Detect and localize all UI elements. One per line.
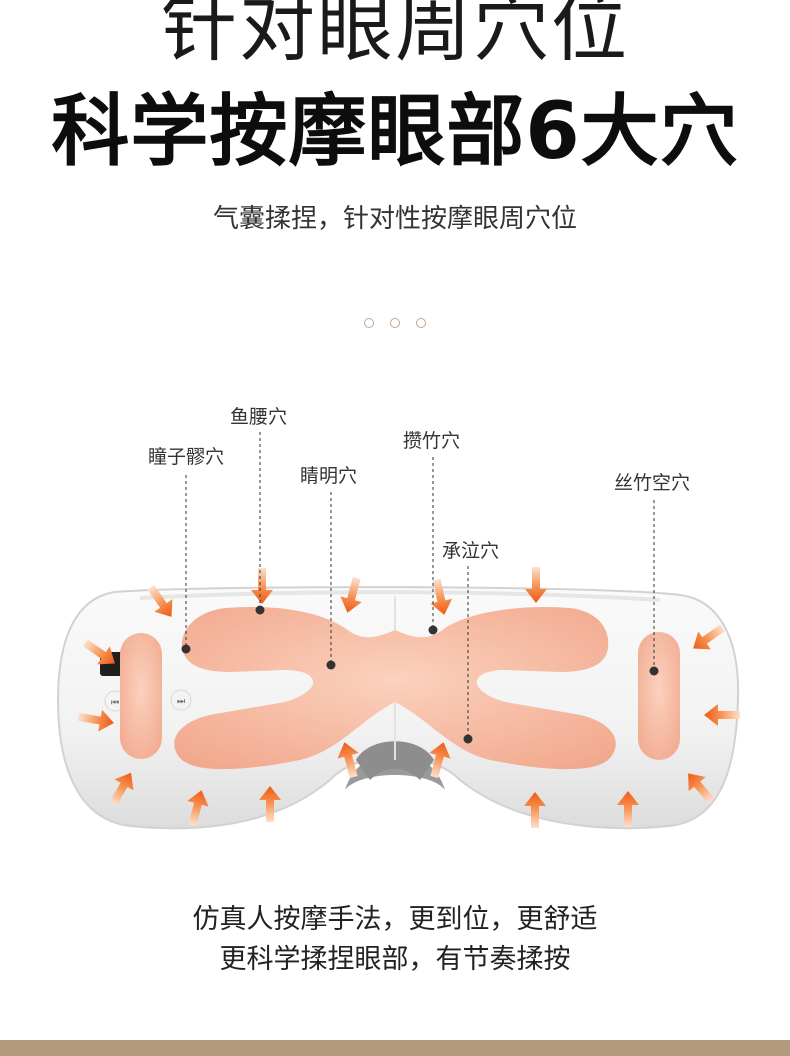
airbag-center xyxy=(174,606,616,770)
footer-line-1: 仿真人按摩手法，更到位，更舒适 xyxy=(192,904,598,935)
label-yuyao: 鱼腰穴 xyxy=(230,406,288,428)
bottom-accent-bar xyxy=(0,1040,790,1056)
svg-text:⏮: ⏮ xyxy=(111,698,119,708)
footer-line-2: 更科学揉捏眼部，有节奏揉按 xyxy=(219,944,571,975)
airbag-right-temple xyxy=(638,632,680,760)
page-subtitle: 气囊揉捏，针对性按摩眼周穴位 xyxy=(212,204,577,234)
carousel-dot[interactable] xyxy=(416,318,426,328)
label-cuanzhu: 攒竹穴 xyxy=(403,430,461,452)
label-sizhukong: 丝竹空穴 xyxy=(614,472,691,494)
page-title: 针对眼周穴位 xyxy=(161,0,629,72)
next-button-icon xyxy=(170,689,192,711)
label-tongziliao: 瞳子髎穴 xyxy=(148,446,225,468)
acupoint-dots xyxy=(181,605,659,744)
carousel-dot[interactable] xyxy=(390,318,400,328)
carousel-dots xyxy=(0,318,790,328)
carousel-dot[interactable] xyxy=(364,318,374,328)
svg-text:⏭: ⏭ xyxy=(177,697,185,707)
label-jingming: 睛明穴 xyxy=(300,465,358,487)
airbag-pads xyxy=(120,606,680,770)
label-chengqi: 承泣穴 xyxy=(442,540,500,562)
acupoint-markers xyxy=(185,432,655,737)
page-headline: 科学按摩眼部6大穴 xyxy=(51,87,739,177)
airbag-left-temple xyxy=(120,633,162,759)
